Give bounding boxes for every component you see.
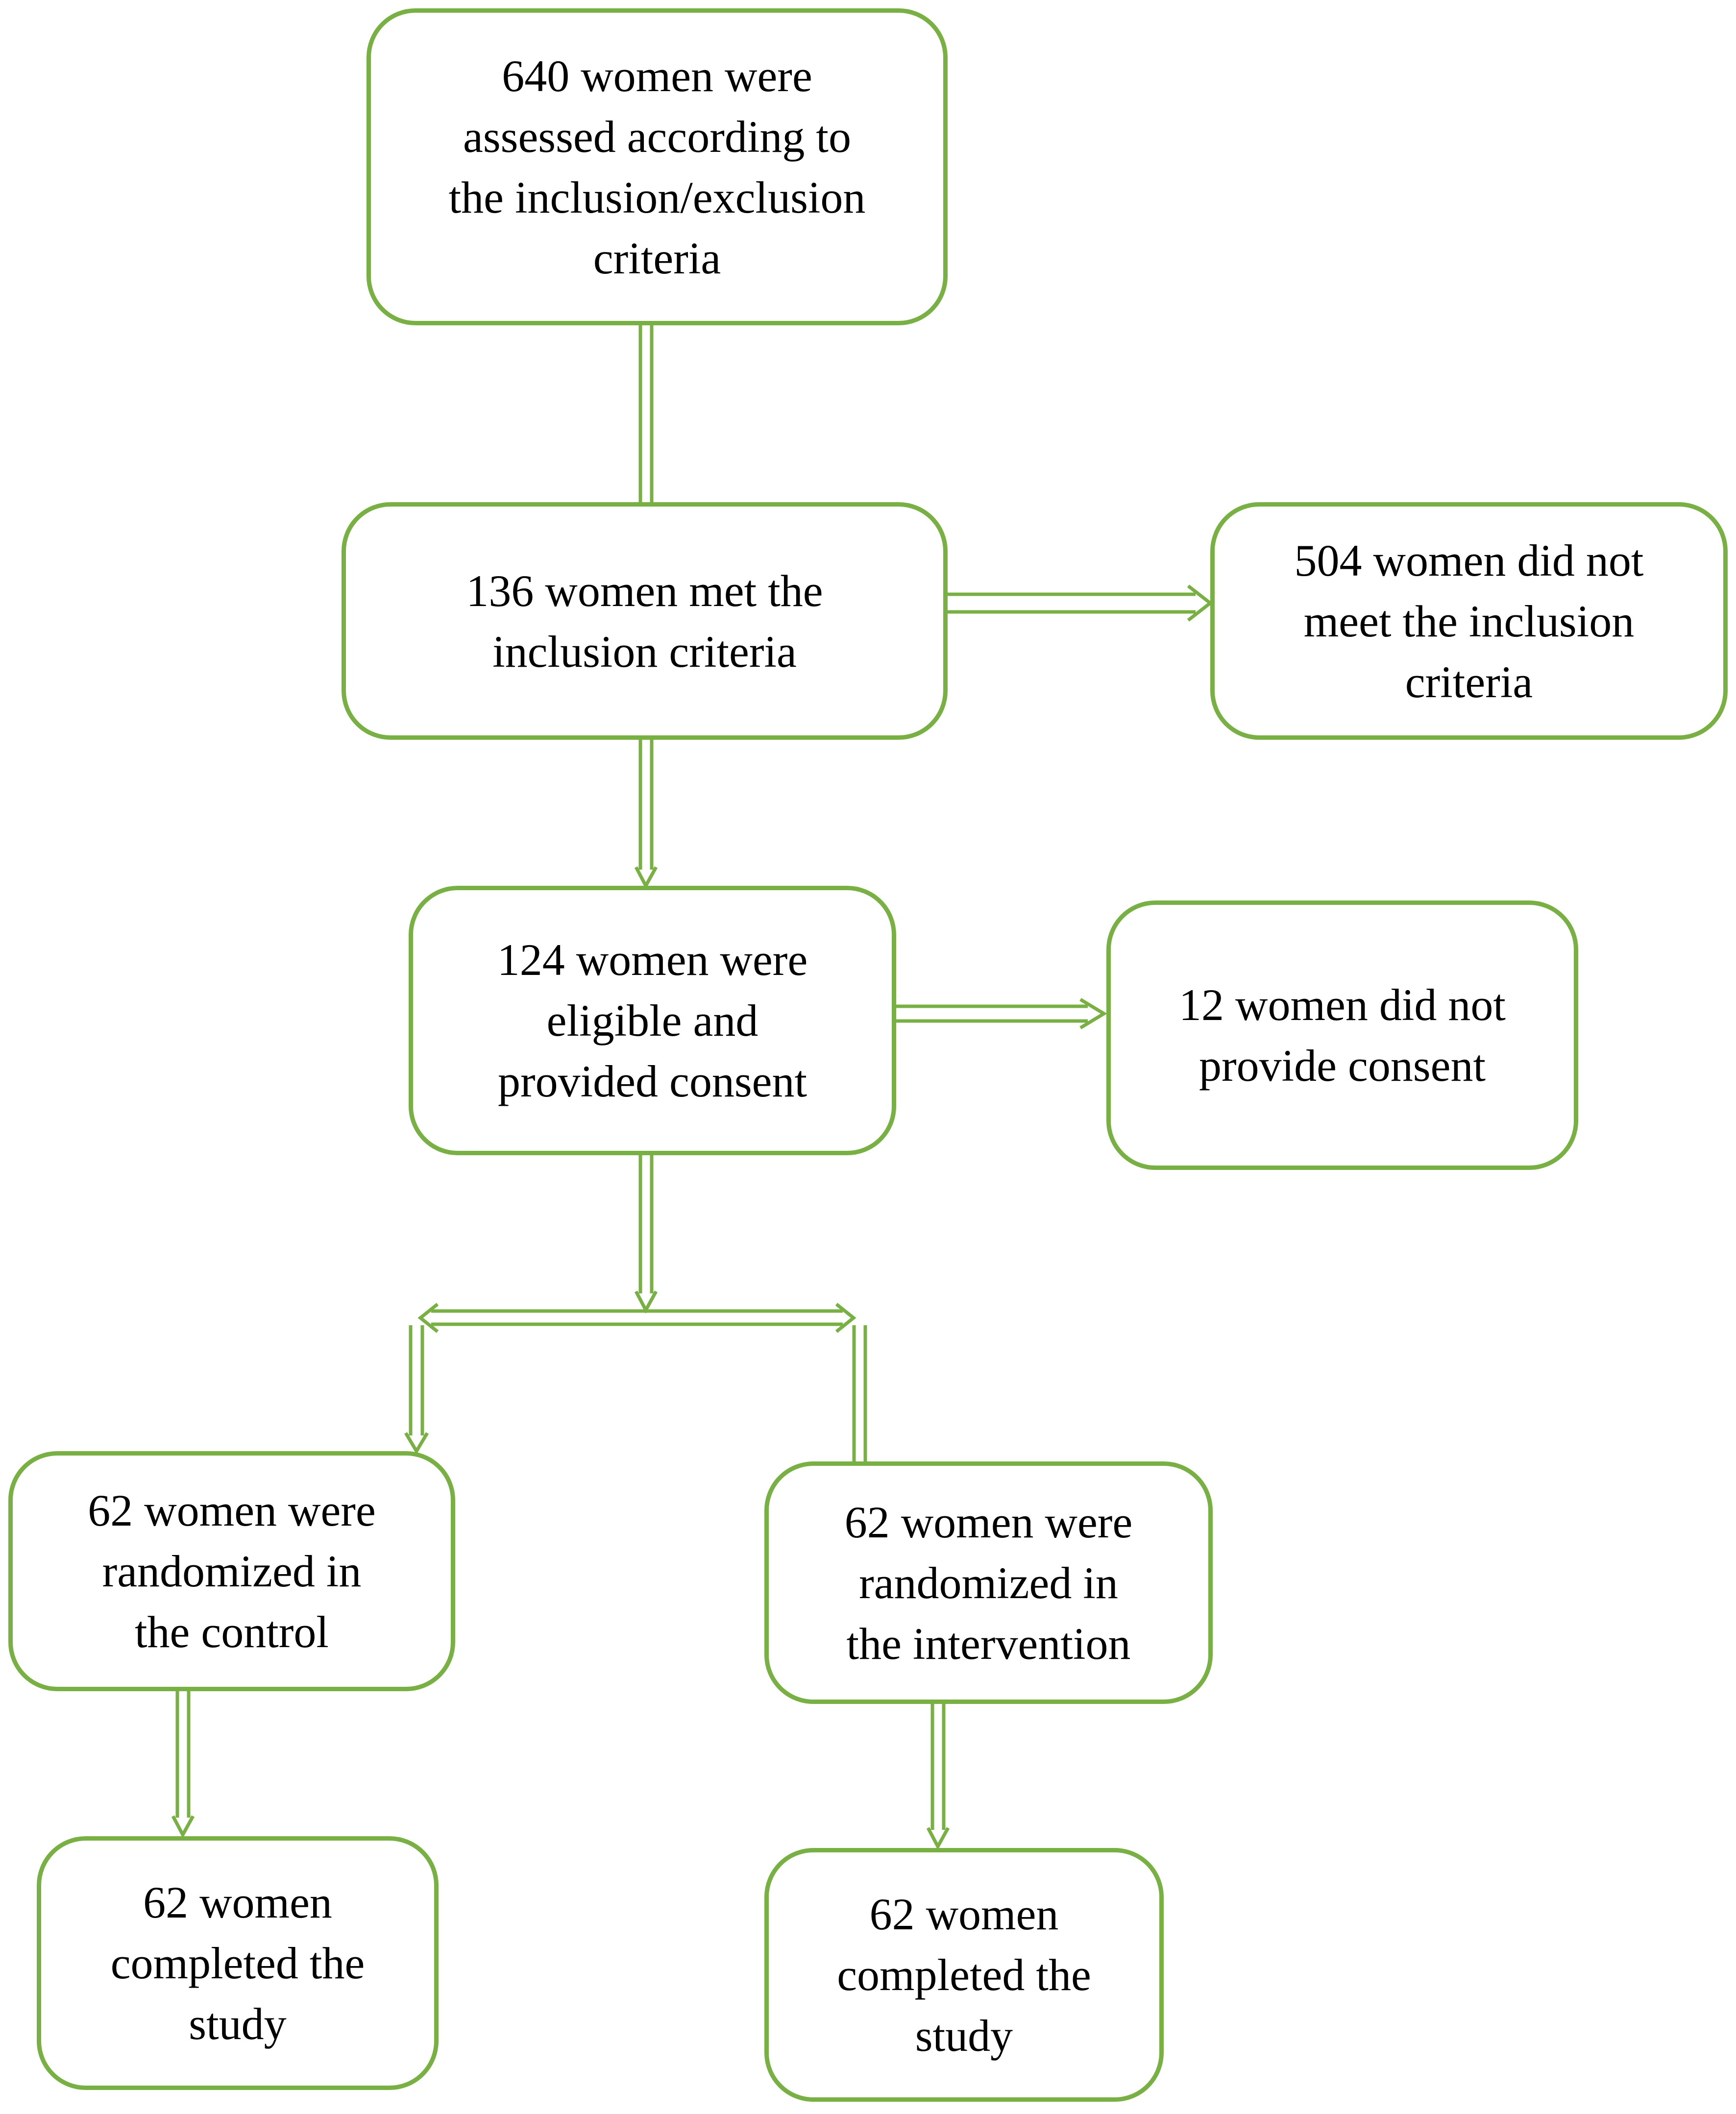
node-intervention-completed-text: 62 women completed the study bbox=[837, 1889, 1091, 2061]
node-intervention-completed: 62 women completed the study bbox=[764, 1848, 1164, 2102]
connector-met-to-not-met bbox=[946, 584, 1213, 622]
node-control-completed-text: 62 women completed the study bbox=[110, 1877, 365, 2049]
connector-assessed-to-met bbox=[638, 318, 654, 502]
node-no-consent-text: 12 women did not provide consent bbox=[1179, 980, 1506, 1091]
connector-eligible-to-no-consent bbox=[896, 998, 1107, 1029]
connector-split-to-control bbox=[404, 1325, 429, 1455]
node-assessed: 640 women were assessed according to the… bbox=[367, 8, 948, 325]
node-intervention-text: 62 women were randomized in the interven… bbox=[844, 1497, 1133, 1669]
connector-control-to-completed bbox=[171, 1688, 195, 1839]
node-eligible: 124 women were eligible and provided con… bbox=[409, 886, 896, 1155]
node-intervention: 62 women were randomized in the interven… bbox=[764, 1461, 1213, 1704]
node-assessed-text: 640 women were assessed according to the… bbox=[448, 50, 866, 283]
connector-met-to-eligible bbox=[634, 725, 658, 890]
node-no-consent: 12 women did not provide consent bbox=[1106, 900, 1578, 1170]
node-eligible-text: 124 women were eligible and provided con… bbox=[497, 935, 808, 1106]
connector-split-bar bbox=[417, 1303, 856, 1333]
node-met-criteria-text: 136 women met the inclusion criteria bbox=[466, 565, 823, 677]
node-control: 62 women were randomized in the control bbox=[8, 1451, 455, 1691]
connector-eligible-to-split bbox=[634, 1142, 658, 1314]
connector-intervention-to-completed bbox=[926, 1700, 950, 1850]
node-control-completed: 62 women completed the study bbox=[37, 1836, 439, 2090]
node-not-met: 504 women did not meet the inclusion cri… bbox=[1210, 502, 1728, 740]
node-control-text: 62 women were randomized in the control bbox=[88, 1485, 376, 1657]
connector-split-to-intervention bbox=[852, 1325, 867, 1462]
node-not-met-text: 504 women did not meet the inclusion cri… bbox=[1294, 535, 1644, 707]
node-met-criteria: 136 women met the inclusion criteria bbox=[342, 502, 948, 740]
